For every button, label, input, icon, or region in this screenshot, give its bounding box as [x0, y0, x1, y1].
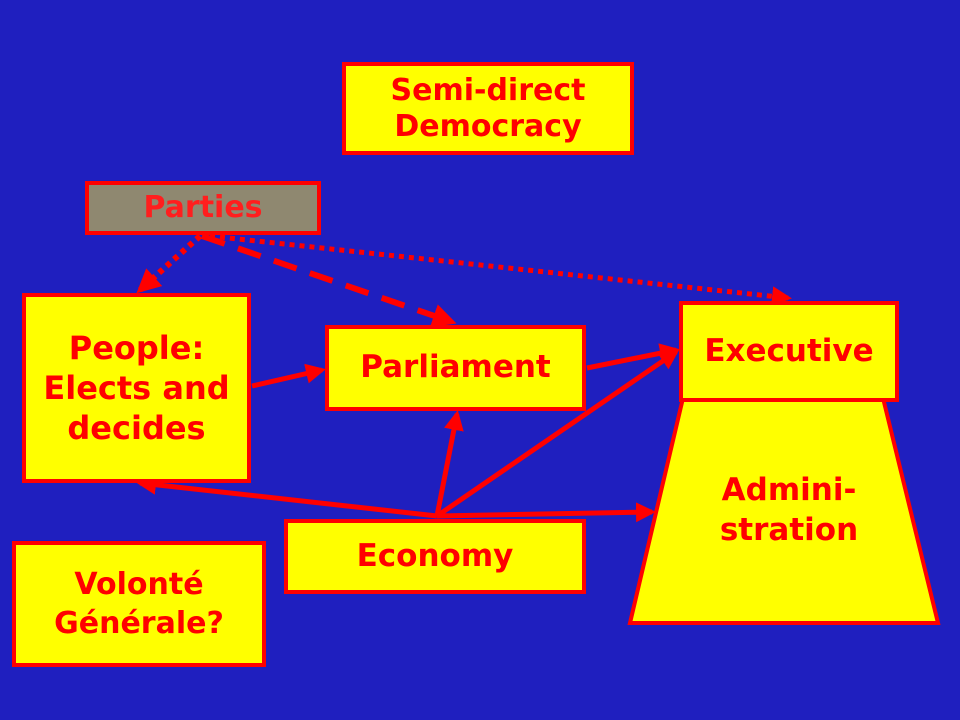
arrow-economy-to-executive — [435, 349, 680, 519]
arrow-economy-to-people — [136, 474, 438, 519]
arrow-economy-to-parliament — [434, 410, 464, 517]
arrow-people-to-parliament — [251, 363, 326, 389]
arrow-parties-to-parliament — [201, 233, 457, 328]
parties-box: Parties — [85, 181, 321, 235]
people-box: People: Elects and decides — [22, 293, 251, 483]
economy-box: Economy — [284, 519, 586, 594]
arrow-parties-to-executive — [209, 233, 792, 307]
arrow-economy-to-administration — [436, 502, 656, 523]
parliament-box: Parliament — [325, 325, 586, 411]
volonte-generale-box: Volonté Générale? — [12, 541, 266, 667]
diagram-title: Semi-direct Democracy — [342, 62, 634, 155]
executive-box: Executive — [679, 301, 899, 402]
arrow-parties-to-people — [136, 233, 203, 294]
administration-label: Admini- stration — [719, 472, 859, 549]
